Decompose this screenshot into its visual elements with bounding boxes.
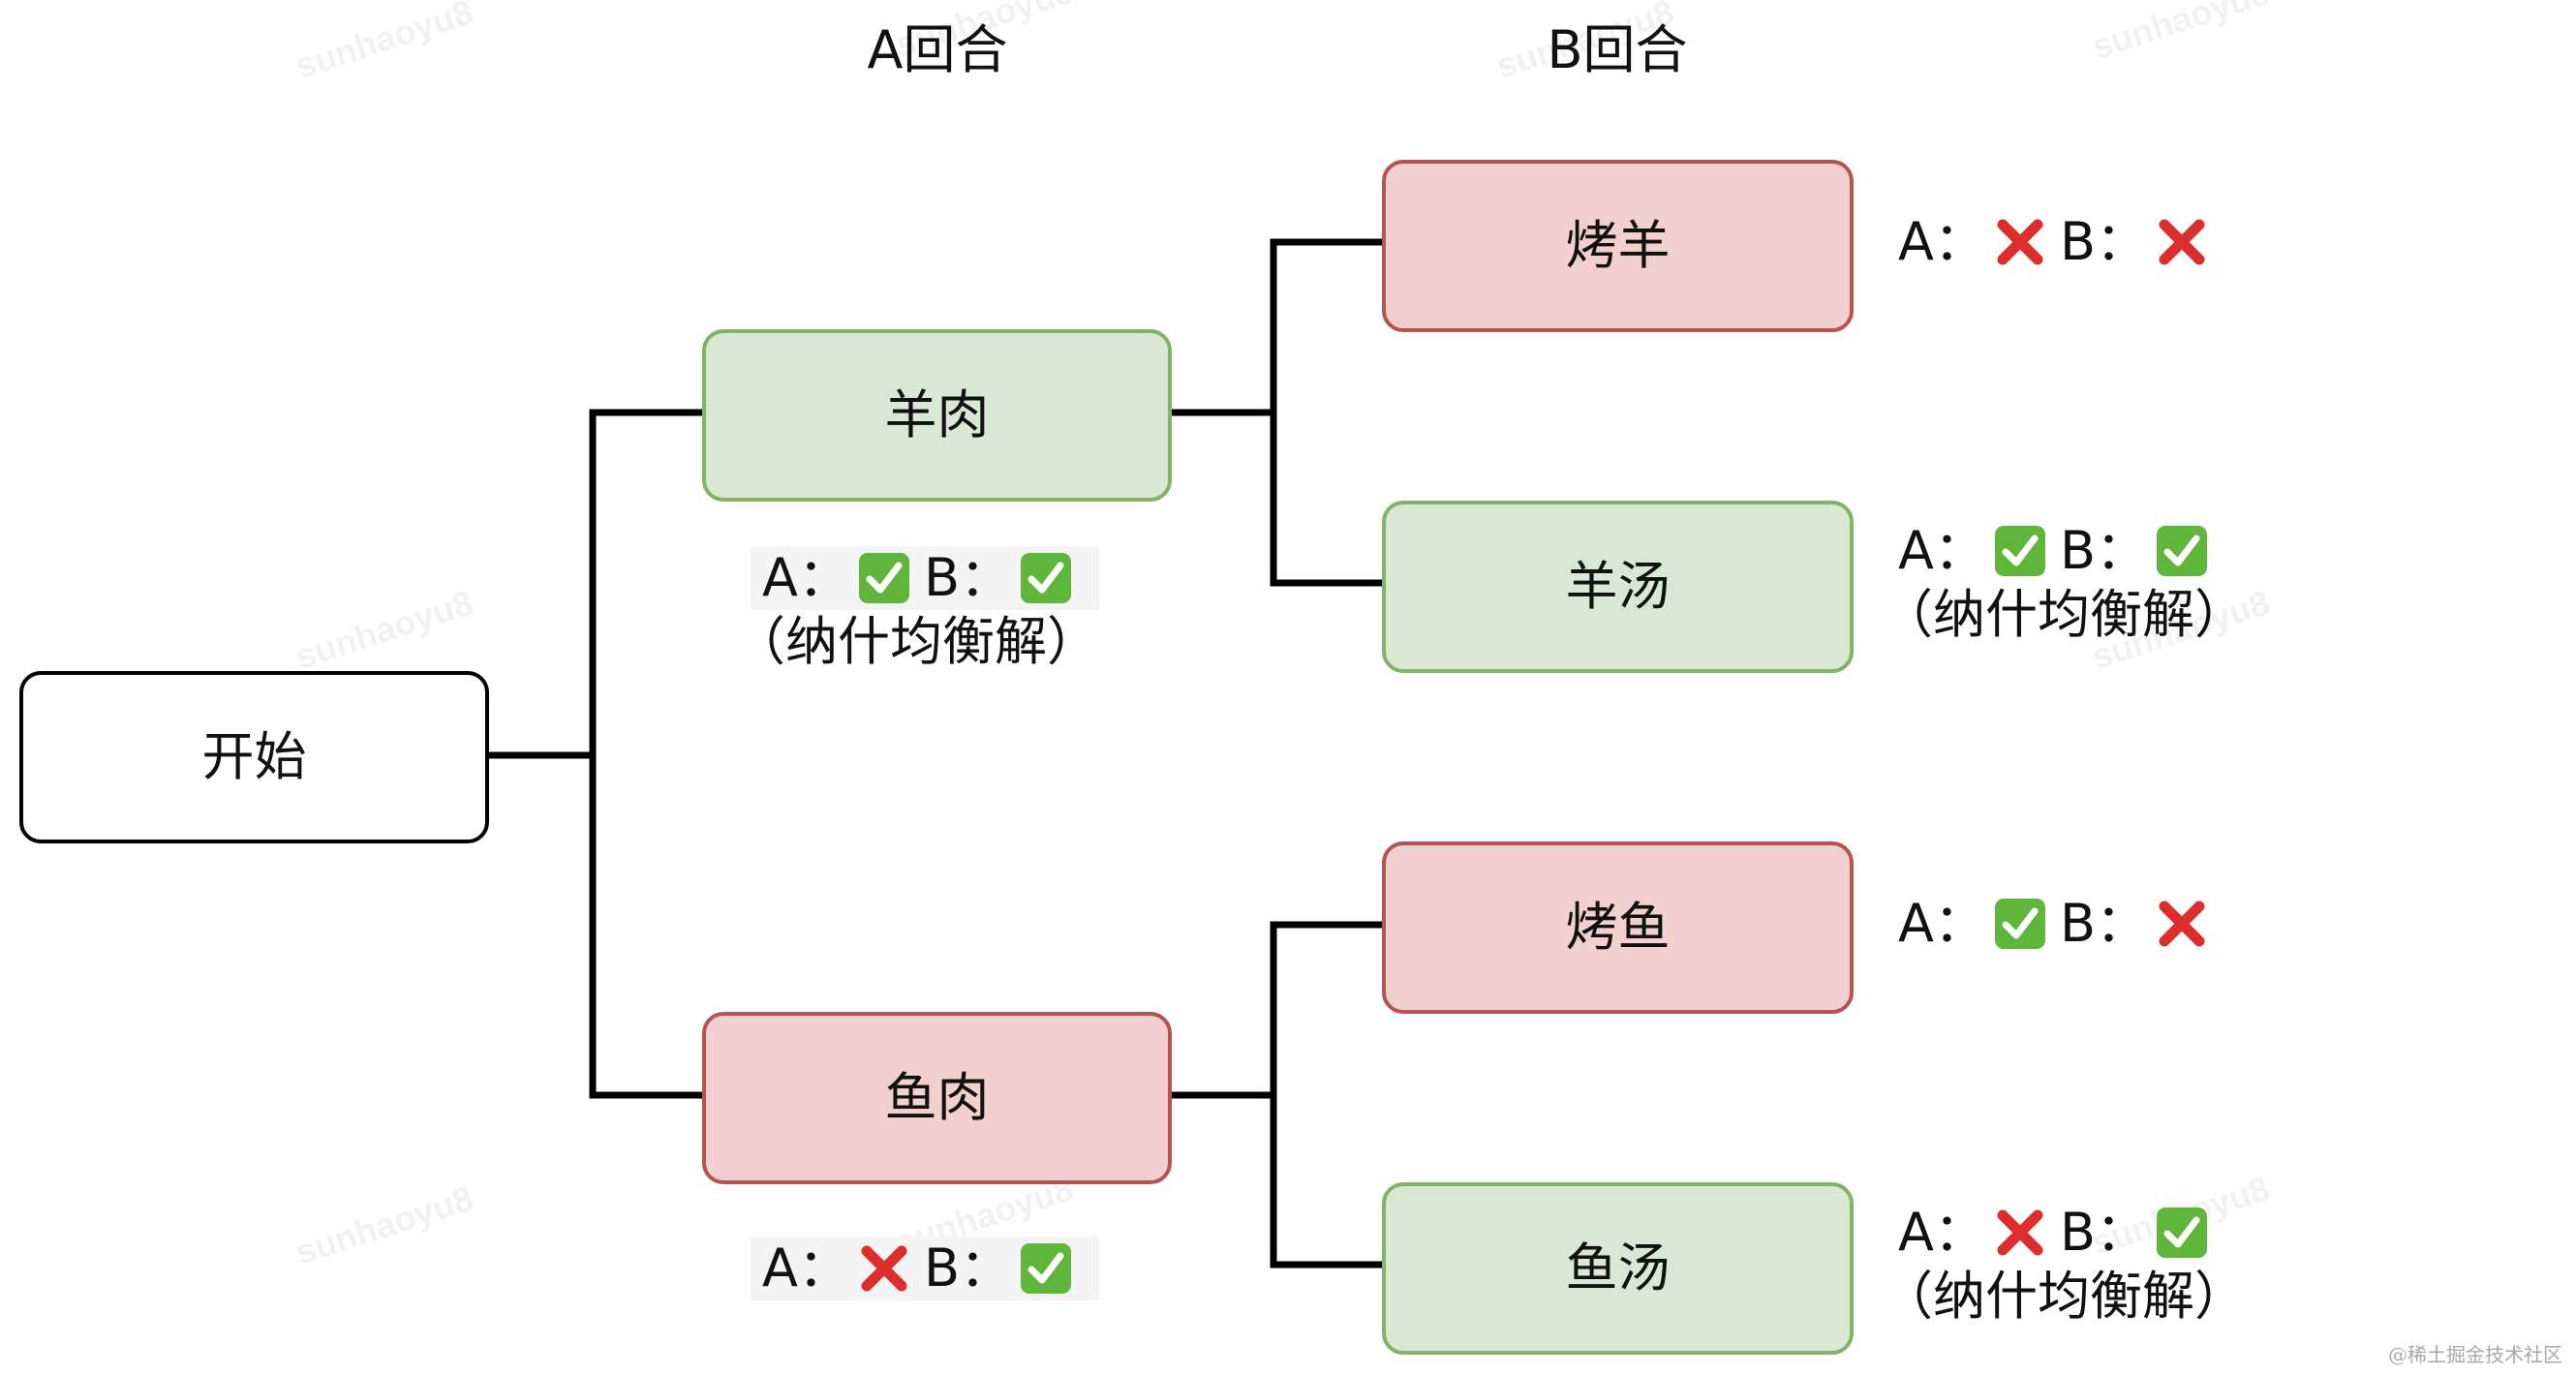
- note-b-label: B：: [923, 547, 1012, 608]
- cross-icon: [1994, 216, 2046, 268]
- edge-lamb-soup: [1270, 412, 1382, 587]
- check-icon: [1994, 525, 2046, 577]
- nash-equilibrium-label: （纳什均衡解）: [1881, 1266, 2247, 1327]
- cross-icon: [2156, 898, 2208, 950]
- edge-fish-soup: [1270, 1095, 1382, 1268]
- edge-start-fish: [589, 755, 702, 1099]
- note-a-label: A：: [1898, 1202, 1986, 1263]
- note-a-label: A：: [762, 547, 850, 608]
- check-icon: [1020, 1242, 1072, 1295]
- note-b-label: B：: [2059, 893, 2148, 954]
- node-roast-fish: 烤鱼: [1382, 841, 1854, 1014]
- note-roast-fish: A： B：: [1898, 892, 2222, 956]
- check-icon: [858, 552, 910, 604]
- cross-icon: [2156, 216, 2208, 268]
- cross-icon: [858, 1242, 910, 1295]
- node-fish-soup: 鱼汤: [1382, 1182, 1854, 1355]
- note-roast-lamb: A： B：: [1898, 210, 2222, 274]
- note-lamb-soup: A： B： （纳什均衡解）: [1881, 519, 2247, 647]
- check-icon: [2156, 525, 2208, 577]
- note-lamb-meat: A： B： （纳什均衡解）: [733, 546, 1099, 674]
- edge-fish-roast: [1170, 921, 1382, 1099]
- note-a-label: A：: [1898, 893, 1986, 954]
- cross-icon: [1994, 1207, 2046, 1259]
- check-icon: [1994, 898, 2046, 950]
- edge-lamb-roast: [1170, 238, 1382, 416]
- note-shade: A： B：: [751, 1237, 1099, 1300]
- node-fish-meat: 鱼肉: [702, 1012, 1172, 1184]
- nash-equilibrium-label: （纳什均衡解）: [733, 611, 1099, 672]
- note-shade: A： B：: [751, 546, 1099, 610]
- edge-start-lamb: [489, 409, 702, 759]
- footer-watermark: @稀土掘金技术社区: [2388, 1343, 2562, 1366]
- note-b-label: B：: [923, 1238, 1012, 1299]
- node-lamb-meat: 羊肉: [702, 329, 1172, 502]
- node-start: 开始: [19, 671, 489, 843]
- node-roast-lamb: 烤羊: [1382, 160, 1854, 332]
- note-fish-soup: A： B： （纳什均衡解）: [1881, 1201, 2247, 1329]
- check-icon: [1020, 552, 1072, 604]
- note-fish-meat: A： B：: [751, 1237, 1099, 1300]
- note-b-label: B：: [2059, 520, 2148, 581]
- header-round-b: B回合: [1547, 19, 1688, 80]
- check-icon: [2156, 1207, 2208, 1259]
- nash-equilibrium-label: （纳什均衡解）: [1881, 584, 2247, 645]
- note-a-label: A：: [1898, 520, 1986, 581]
- note-a-label: A：: [1898, 211, 1986, 272]
- note-b-label: B：: [2059, 211, 2148, 272]
- note-a-label: A：: [762, 1238, 850, 1299]
- header-round-a: A回合: [867, 19, 1008, 80]
- note-b-label: B：: [2059, 1202, 2148, 1263]
- node-lamb-soup: 羊汤: [1382, 501, 1854, 673]
